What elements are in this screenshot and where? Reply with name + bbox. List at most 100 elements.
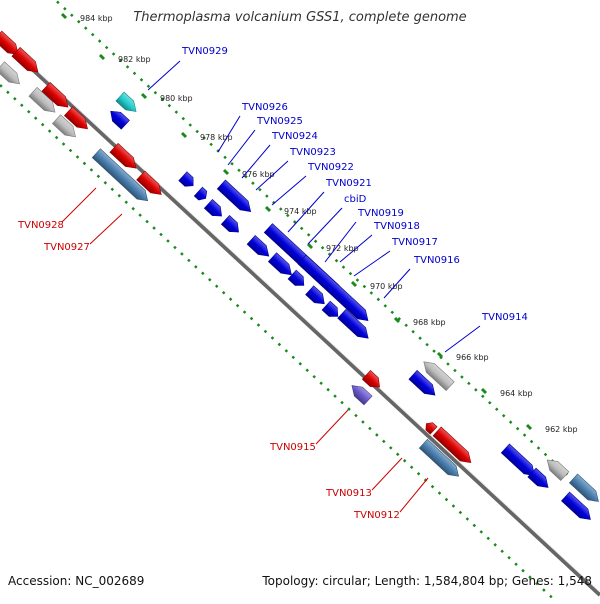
map-title: Thermoplasma volcanium GSS1, complete ge… xyxy=(133,10,467,25)
gene-arrow xyxy=(220,215,239,233)
kbp-tick-label: 982 kbp xyxy=(118,55,151,64)
forward-gene-label: TVN0919 xyxy=(357,208,404,219)
forward-gene-label: TVN0925 xyxy=(256,116,303,127)
kbp-tick-label: 972 kbp xyxy=(326,244,359,253)
gene-arrow xyxy=(11,46,39,73)
kbp-tick-mark xyxy=(140,92,148,100)
forward-gene-label: TVN0921 xyxy=(325,178,372,189)
kbp-tick-label: 978 kbp xyxy=(200,133,233,142)
forward-leader-line xyxy=(147,60,181,91)
reverse-gene-label: TVN0928 xyxy=(17,220,64,231)
forward-gene-label: TVN0922 xyxy=(307,162,354,173)
kbp-tick-mark xyxy=(264,205,272,213)
kbp-tick-mark xyxy=(306,242,314,250)
gene-arrow xyxy=(203,199,222,217)
forward-leader-line xyxy=(271,175,307,206)
kbp-tick-label: 984 kbp xyxy=(80,14,113,23)
forward-leader-line xyxy=(383,268,411,299)
gene-arrow xyxy=(41,81,69,108)
gene-arrow xyxy=(351,385,373,406)
forward-leader-line xyxy=(444,325,481,353)
kbp-tick-mark xyxy=(393,316,401,324)
gene-arrow xyxy=(51,114,76,138)
gene-arrow xyxy=(0,30,19,55)
forward-leader-line xyxy=(255,160,289,191)
reverse-leader-line xyxy=(371,457,403,491)
forward-leader-line xyxy=(353,250,391,277)
reverse-gene-label: TVN0912 xyxy=(353,510,400,521)
forward-leader-line xyxy=(227,129,256,166)
gene-arrow xyxy=(423,361,455,392)
forward-gene-label: cbiD xyxy=(344,194,367,205)
gene-arrow xyxy=(321,300,339,317)
forward-gene-label: TVN0929 xyxy=(181,46,228,57)
gene-arrow xyxy=(110,110,130,130)
kbp-tick-label: 966 kbp xyxy=(456,353,489,362)
gene-arrow xyxy=(109,142,137,169)
gene-arrow xyxy=(297,254,369,321)
forward-leader-line xyxy=(339,234,373,263)
kbp-tick-label: 974 kbp xyxy=(284,207,317,216)
inner-tick-track xyxy=(0,84,561,604)
forward-gene-label: TVN0923 xyxy=(289,147,336,158)
forward-gene-label: TVN0926 xyxy=(241,102,288,113)
accession-text: Accession: NC_002689 xyxy=(8,574,145,588)
gene-arrow xyxy=(408,369,436,396)
gene-arrow xyxy=(91,148,149,202)
forward-gene-label: TVN0916 xyxy=(413,255,460,266)
kbp-tick-mark xyxy=(525,423,533,431)
reverse-leader-line xyxy=(89,213,123,245)
gene-arrow xyxy=(305,285,325,305)
gene-arrow xyxy=(178,171,194,187)
forward-leader-line xyxy=(324,221,357,263)
gene-arrow xyxy=(432,426,472,463)
forward-gene-label: TVN0914 xyxy=(481,312,528,323)
gene-arrow xyxy=(28,86,56,113)
kbp-tick-label: 968 kbp xyxy=(413,318,446,327)
kbp-tick-mark xyxy=(350,280,358,288)
gene-arrow xyxy=(337,308,369,339)
kbp-tick-mark xyxy=(436,351,444,359)
kbp-tick-mark xyxy=(480,387,488,395)
reverse-leader-line xyxy=(61,187,97,223)
reverse-gene-label: TVN0913 xyxy=(325,488,372,499)
gene-arrow xyxy=(569,473,599,502)
forward-leader-line xyxy=(241,144,271,179)
kbp-tick-mark xyxy=(98,53,106,61)
reverse-leader-line xyxy=(315,409,349,445)
gene-arrow xyxy=(115,91,137,112)
gene-arrow xyxy=(216,179,252,212)
gene-arrow xyxy=(561,491,591,520)
gene-arrow xyxy=(0,61,20,85)
gene-arrow xyxy=(63,106,88,130)
forward-gene-label: TVN0918 xyxy=(373,221,420,232)
gene-arrow xyxy=(546,459,570,481)
gene-arrow xyxy=(193,186,208,201)
gene-arrow xyxy=(418,438,460,477)
gene-arrow xyxy=(267,252,292,276)
kbp-tick-label: 976 kbp xyxy=(242,170,275,179)
gene-arrow xyxy=(246,235,270,257)
genome-backbone xyxy=(0,36,600,597)
gene-arrow xyxy=(136,170,162,195)
reverse-gene-label: TVN0927 xyxy=(43,242,90,253)
gene-arrow xyxy=(287,269,305,286)
gene-arrow xyxy=(425,422,438,435)
reverse-gene-label: TVN0915 xyxy=(269,442,316,453)
topology-summary: Topology: circular; Length: 1,584,804 bp… xyxy=(262,574,592,588)
kbp-tick-mark xyxy=(222,168,230,176)
forward-leader-line xyxy=(307,207,343,245)
kbp-tick-label: 964 kbp xyxy=(500,389,533,398)
kbp-tick-label: 980 kbp xyxy=(160,94,193,103)
genome-backbone-highlight xyxy=(0,35,600,593)
kbp-tick-label: 962 kbp xyxy=(545,425,578,434)
gene-arrow xyxy=(500,443,536,476)
kbp-tick-mark xyxy=(60,12,68,20)
gene-arrow xyxy=(361,370,380,388)
forward-leader-line xyxy=(217,115,241,153)
kbp-tick-label: 970 kbp xyxy=(370,282,403,291)
forward-gene-label: TVN0924 xyxy=(271,131,318,142)
gene-arrow xyxy=(527,467,549,488)
